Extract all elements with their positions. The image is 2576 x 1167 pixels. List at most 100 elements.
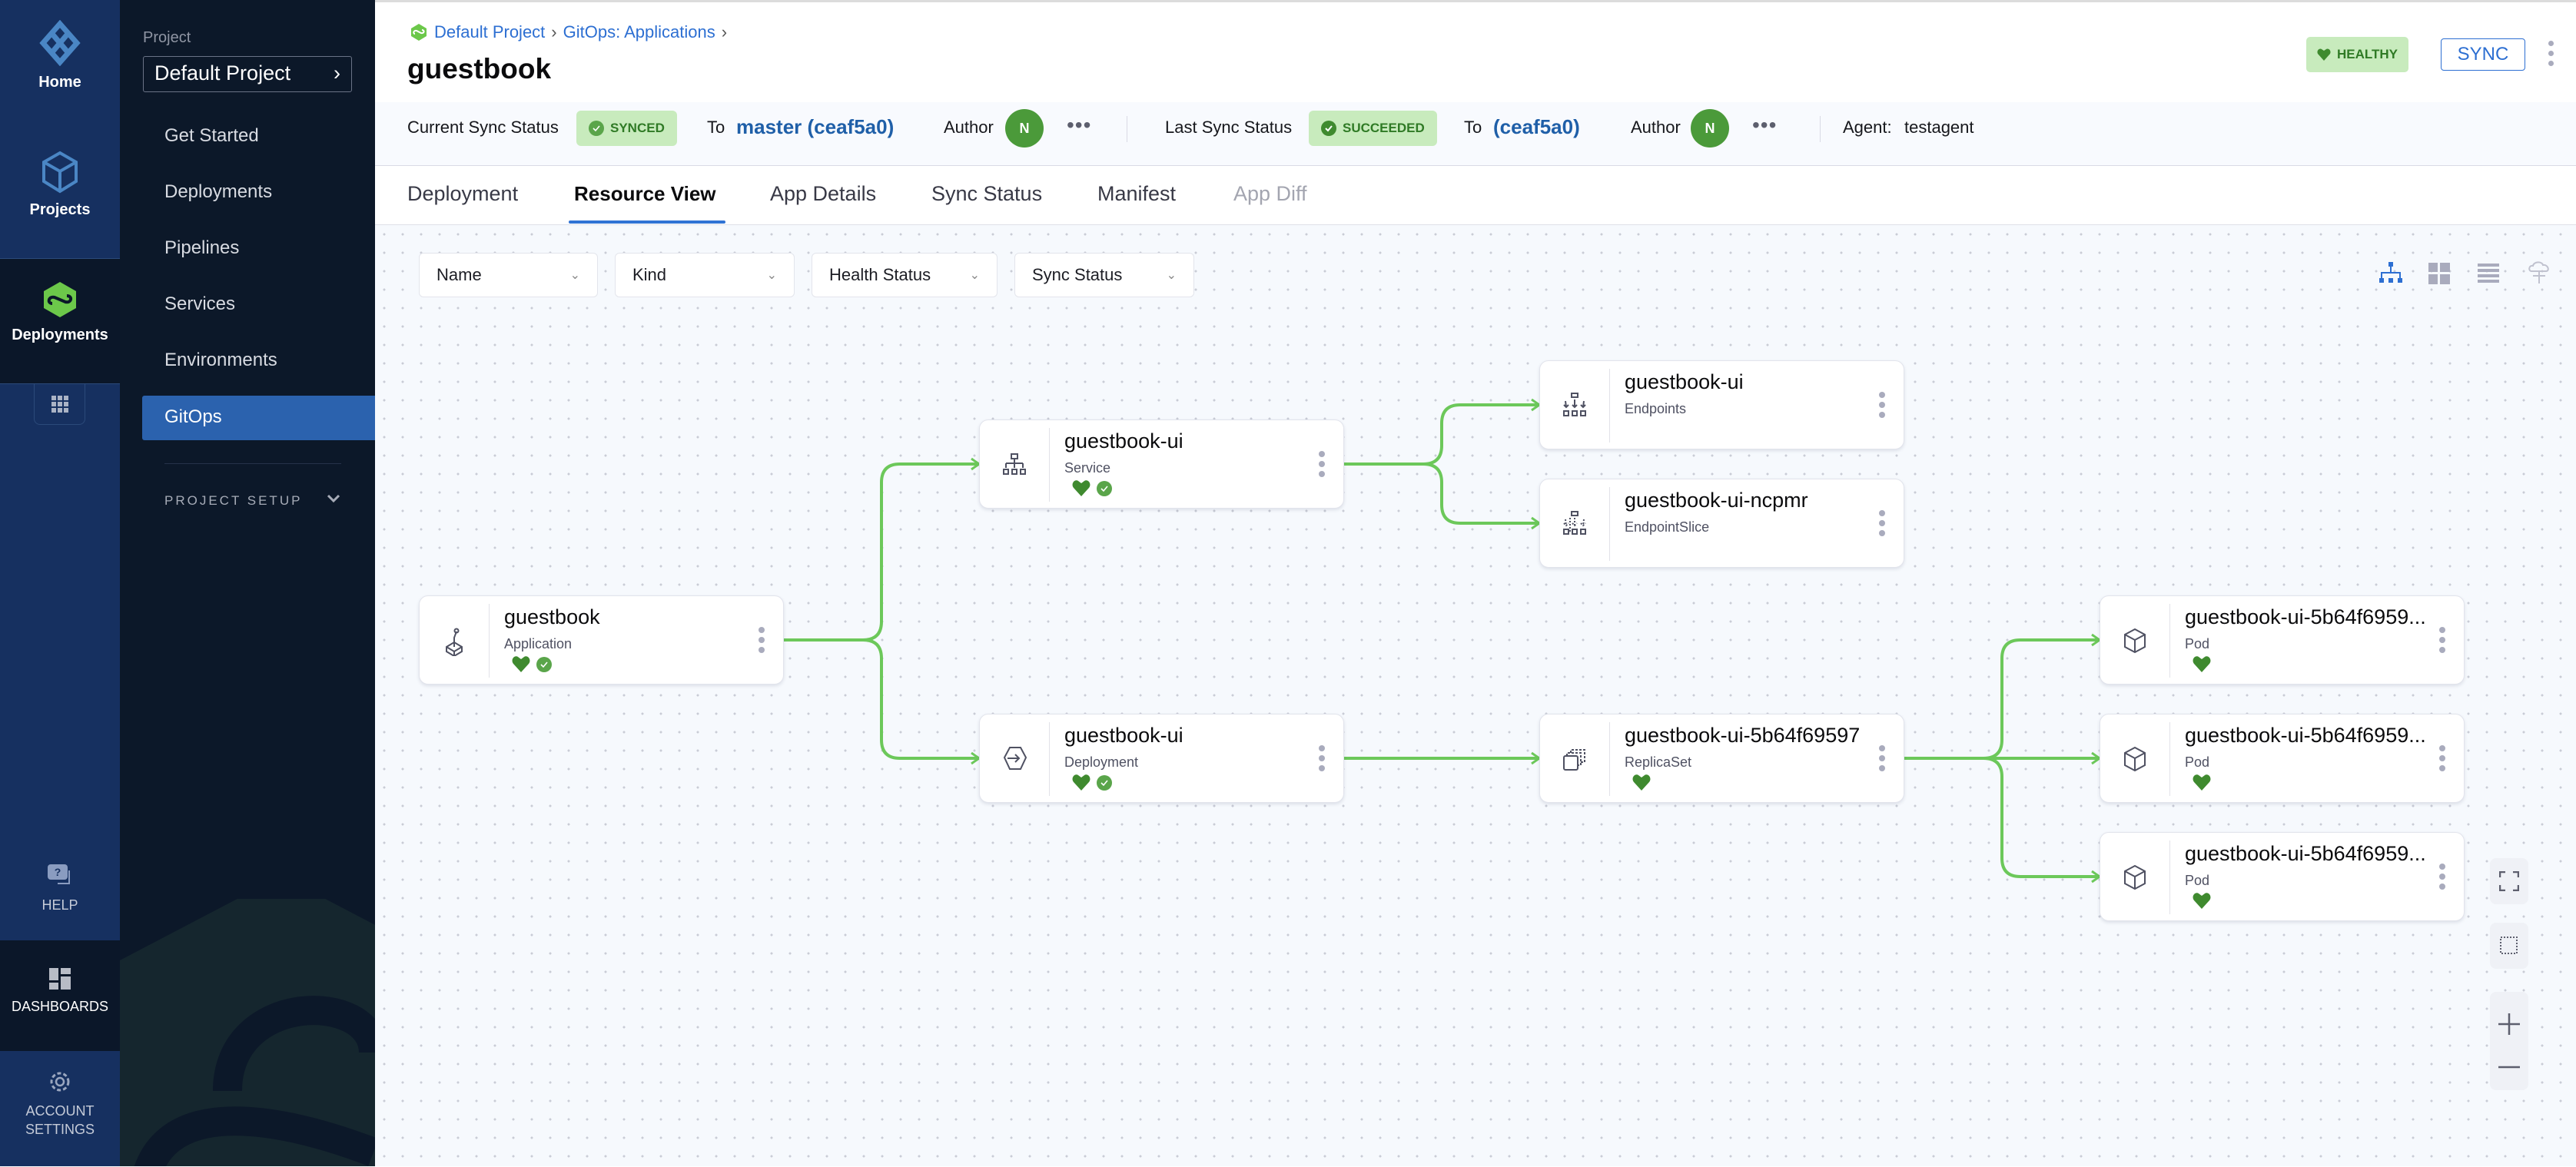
project-setup-toggle[interactable]: PROJECT SETUP <box>164 493 341 509</box>
node-menu-icon[interactable] <box>2439 745 2445 775</box>
chevron-down-icon: ⌄ <box>969 269 980 282</box>
divider <box>1049 722 1050 796</box>
node-menu-icon[interactable] <box>2439 627 2445 657</box>
cube-icon <box>42 151 78 194</box>
resource-node-pod[interactable]: guestbook-ui-5b64f6959...Pod <box>2100 832 2465 921</box>
last-target-link[interactable]: (ceaf5a0) <box>1493 115 1580 138</box>
succeeded-badge: SUCCEEDED <box>1309 111 1437 146</box>
application-icon <box>420 596 489 685</box>
divider <box>1609 487 1610 561</box>
select-area-button[interactable] <box>2490 923 2528 969</box>
more-authors-icon[interactable]: ••• <box>1067 113 1092 137</box>
succeeded-label: SUCCEEDED <box>1343 121 1425 135</box>
breadcrumb-project[interactable]: Default Project <box>434 22 546 41</box>
divider <box>2169 722 2170 796</box>
all-modules-button[interactable] <box>34 384 85 425</box>
tree-view-icon[interactable] <box>2379 262 2402 285</box>
help-icon: ? <box>48 864 70 884</box>
node-menu-icon[interactable] <box>1879 392 1885 422</box>
resource-graph-canvas[interactable]: Name⌄ Kind⌄ Health Status⌄ Sync Status⌄ … <box>375 224 2576 1166</box>
node-menu-icon[interactable] <box>1879 745 1885 775</box>
sidebar-item-gitops-label: GitOps <box>164 406 222 427</box>
author-label: Author <box>1631 118 1681 137</box>
synced-check-icon <box>1097 480 1112 496</box>
nav-projects[interactable]: Projects <box>0 151 120 219</box>
sidebar-item-deployments[interactable]: Deployments <box>164 181 273 202</box>
sync-button[interactable]: SYNC <box>2441 38 2525 71</box>
sidebar-item-services[interactable]: Services <box>164 293 236 314</box>
nav-account-settings[interactable]: ACCOUNT SETTINGS <box>0 1069 120 1139</box>
node-menu-icon[interactable] <box>1319 451 1325 481</box>
divider <box>1609 369 1610 443</box>
health-badge-label: HEALTHY <box>2337 47 2398 61</box>
to-label: To <box>1464 118 1482 137</box>
tab-deployment[interactable]: Deployment <box>407 182 519 205</box>
zoom-out-icon[interactable] <box>2498 1066 2520 1069</box>
healthy-heart-icon <box>1072 774 1090 791</box>
last-sync-label: Last Sync Status <box>1165 118 1293 137</box>
resource-status <box>2193 656 2211 672</box>
filter-kind[interactable]: Kind⌄ <box>615 253 795 297</box>
filter-sync-status[interactable]: Sync Status⌄ <box>1014 253 1194 297</box>
more-options-icon[interactable] <box>2548 41 2554 66</box>
tab-sync-status[interactable]: Sync Status <box>931 182 1043 205</box>
pod-icon <box>2100 596 2169 685</box>
current-target-link[interactable]: master (ceaf5a0) <box>736 115 895 138</box>
fit-to-screen-button[interactable] <box>2490 858 2528 904</box>
check-circle-icon <box>1321 121 1336 136</box>
more-authors-icon[interactable]: ••• <box>1752 113 1778 137</box>
page-title: guestbook <box>407 53 552 85</box>
divider <box>2169 840 2170 914</box>
filter-name[interactable]: Name⌄ <box>419 253 598 297</box>
resource-node-pod[interactable]: guestbook-ui-5b64f6959...Pod <box>2100 595 2465 685</box>
sidebar-item-environments[interactable]: Environments <box>164 350 277 370</box>
list-view-icon[interactable] <box>2478 264 2499 283</box>
chevron-right-icon: › <box>334 61 340 85</box>
resource-name: guestbook-ui-5b64f6959... <box>2185 842 2426 865</box>
divider <box>1820 116 1821 142</box>
project-setup-label: PROJECT SETUP <box>164 493 303 508</box>
resource-node-pod[interactable]: guestbook-ui-5b64f6959...Pod <box>2100 714 2465 803</box>
healthy-heart-icon <box>2193 656 2211 672</box>
healthy-heart-icon <box>1072 480 1090 496</box>
node-menu-icon[interactable] <box>2439 864 2445 893</box>
nav-account-label-1: ACCOUNT <box>25 1103 95 1119</box>
heart-icon <box>2317 48 2331 61</box>
filter-health-status[interactable]: Health Status⌄ <box>812 253 998 297</box>
nav-home[interactable]: Home <box>0 20 120 91</box>
author-avatar: N <box>1005 109 1044 148</box>
tab-manifest[interactable]: Manifest <box>1097 182 1177 205</box>
breadcrumb-applications[interactable]: GitOps: Applications <box>563 22 715 41</box>
tab-resource-view[interactable]: Resource View <box>574 182 716 205</box>
node-menu-icon[interactable] <box>759 627 765 657</box>
network-view-icon[interactable] <box>2527 260 2551 287</box>
nav-deployments[interactable]: Deployments <box>0 258 120 384</box>
tab-app-details[interactable]: App Details <box>770 182 877 205</box>
node-menu-icon[interactable] <box>1319 745 1325 775</box>
nav-help[interactable]: ? HELP <box>0 864 120 914</box>
sync-status-bar <box>375 102 2576 166</box>
filter-name-label: Name <box>437 265 482 284</box>
resource-status <box>2193 893 2211 909</box>
nav-dashboards[interactable]: DASHBOARDS <box>0 940 120 1051</box>
breadcrumb: Default Project › GitOps: Applications › <box>410 22 727 42</box>
nav-help-label: HELP <box>41 897 78 913</box>
resource-status <box>1632 774 1651 791</box>
project-selector[interactable]: Default Project › <box>143 56 352 92</box>
nav-deployments-label: Deployments <box>12 327 108 343</box>
zoom-in-icon[interactable] <box>2498 1013 2520 1035</box>
resource-name: guestbook-ui <box>1064 429 1183 453</box>
pod-icon <box>2100 833 2169 922</box>
graph-edge <box>1904 638 2100 760</box>
sidebar-item-get-started[interactable]: Get Started <box>164 125 259 146</box>
node-menu-icon[interactable] <box>1879 510 1885 540</box>
sidebar-item-gitops[interactable]: GitOps <box>142 396 375 440</box>
grid-view-icon[interactable] <box>2428 263 2450 284</box>
sidebar-item-pipelines[interactable]: Pipelines <box>164 237 240 258</box>
